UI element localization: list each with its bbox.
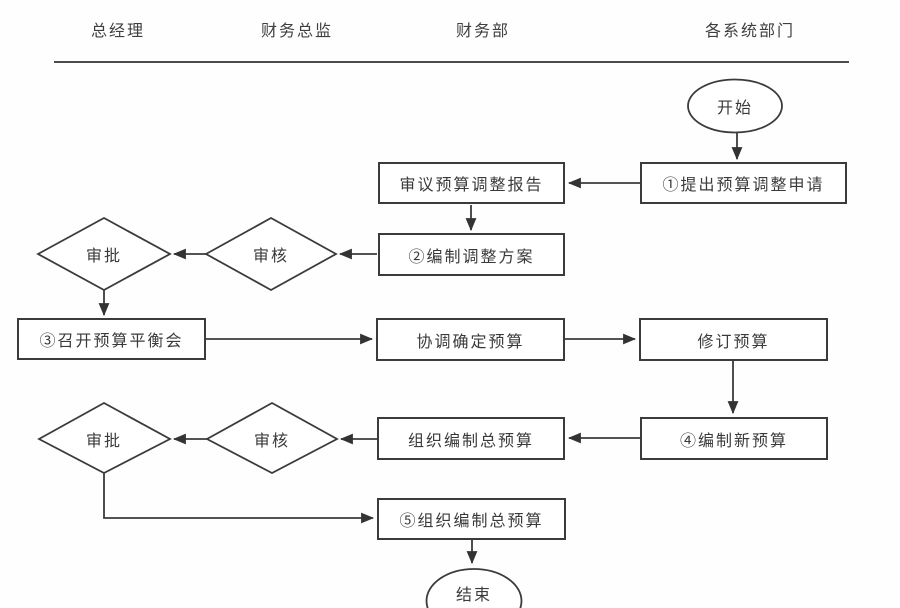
lane-header-cfo: 财务总监 <box>260 23 334 40</box>
diamond-approve2 <box>37 401 172 475</box>
node-step1: ①提出预算调整申请 <box>640 162 847 204</box>
node-organize-total-budget: 组织编制总预算 <box>377 417 565 460</box>
terminator-end <box>425 568 523 608</box>
node-revise-budget: 修订预算 <box>639 318 828 361</box>
label-check2: 审核 <box>253 433 291 450</box>
node-step2: ②编制调整方案 <box>378 233 565 276</box>
label-start: 开始 <box>716 100 754 117</box>
lane-header-general-manager: 总经理 <box>90 23 146 40</box>
diamond-check1 <box>204 216 338 292</box>
terminator-start <box>687 78 783 134</box>
node-step5: ⑤组织编制总预算 <box>377 498 566 540</box>
node-coordinate-budget: 协调确定预算 <box>376 318 565 361</box>
arrow-approve2-to-step5 <box>103 473 375 524</box>
node-review-report: 审议预算调整报告 <box>378 162 565 204</box>
label-check1: 审核 <box>252 248 290 265</box>
lane-header-system-depts: 各系统部门 <box>704 23 796 40</box>
label-approve1: 审批 <box>85 248 123 265</box>
diamond-approve1 <box>36 216 172 292</box>
diamond-check2 <box>205 401 339 475</box>
node-step3: ③召开预算平衡会 <box>17 318 206 360</box>
label-approve2: 审批 <box>85 433 123 450</box>
lane-header-finance-dept: 财务部 <box>455 23 511 40</box>
label-end: 结束 <box>455 587 493 604</box>
lane-separator-line <box>54 61 849 63</box>
node-step4: ④编制新预算 <box>640 417 828 460</box>
